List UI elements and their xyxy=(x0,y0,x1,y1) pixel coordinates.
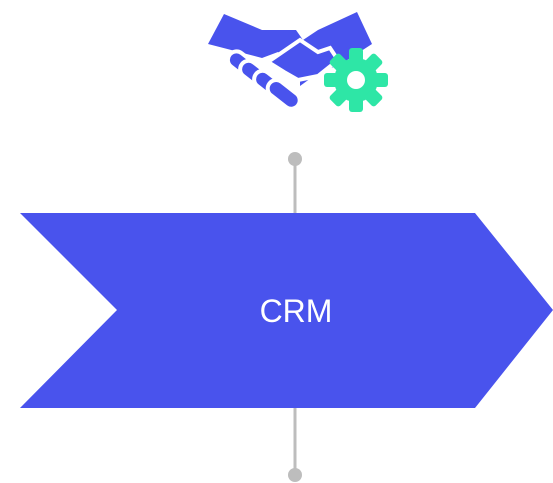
bottom-connector xyxy=(288,408,302,482)
handshake-fingers xyxy=(225,37,341,111)
gear-icon xyxy=(324,48,388,112)
top-connector-dot xyxy=(288,152,302,166)
top-connector xyxy=(288,152,302,214)
chevron-label: CRM xyxy=(260,293,333,329)
handshake-gear-icon xyxy=(208,12,388,112)
process-chevron xyxy=(20,213,553,408)
bottom-connector-dot xyxy=(288,468,302,482)
